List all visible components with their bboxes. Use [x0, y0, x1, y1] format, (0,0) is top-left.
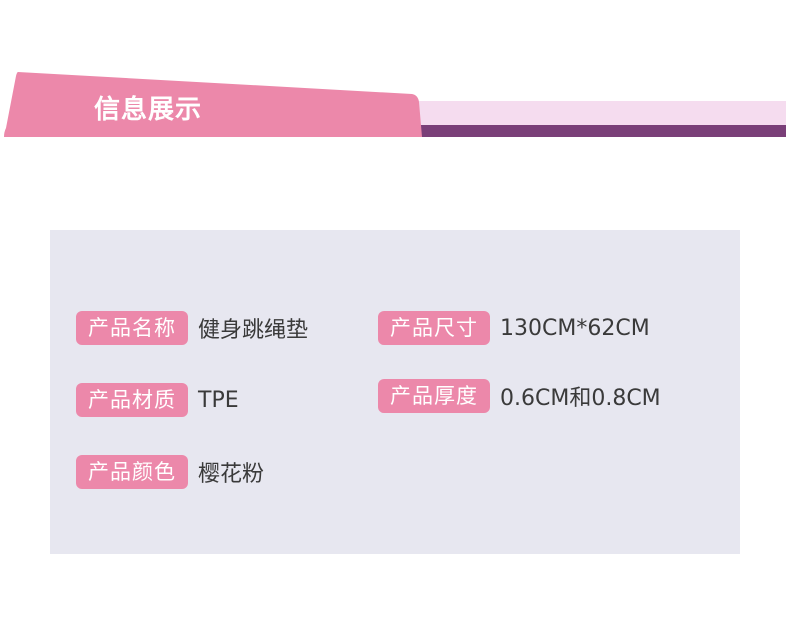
spec-value: 樱花粉	[198, 462, 265, 487]
spec-label: 产品名称	[76, 311, 188, 345]
title-tab-shape	[4, 72, 422, 137]
spec-value: 130CM*62CM	[500, 315, 650, 341]
spec-value: 0.6CM和0.8CM	[500, 386, 661, 411]
spec-label: 产品尺寸	[378, 311, 490, 345]
section-title-banner: 信息展示	[0, 68, 790, 140]
banner-stripe-dark	[410, 125, 786, 137]
spec-label: 产品颜色	[76, 455, 188, 489]
spec-item-size: 产品尺寸 130CM*62CM	[378, 310, 650, 346]
spec-value: TPE	[198, 387, 239, 413]
banner-stripe-light	[410, 101, 786, 125]
spec-item-thickness: 产品厚度 0.6CM和0.8CM	[378, 378, 661, 414]
spec-item-color: 产品颜色 樱花粉	[76, 454, 264, 490]
spec-label: 产品厚度	[378, 379, 490, 413]
spec-item-name: 产品名称 健身跳绳垫	[76, 310, 308, 346]
spec-label: 产品材质	[76, 383, 188, 417]
spec-value: 健身跳绳垫	[198, 318, 309, 343]
product-info-panel: 产品名称 健身跳绳垫 产品尺寸 130CM*62CM 产品材质 TPE 产品厚度…	[50, 230, 740, 554]
section-title: 信息展示	[94, 95, 203, 125]
spec-item-material: 产品材质 TPE	[76, 382, 239, 418]
banner-stripe	[410, 101, 786, 137]
